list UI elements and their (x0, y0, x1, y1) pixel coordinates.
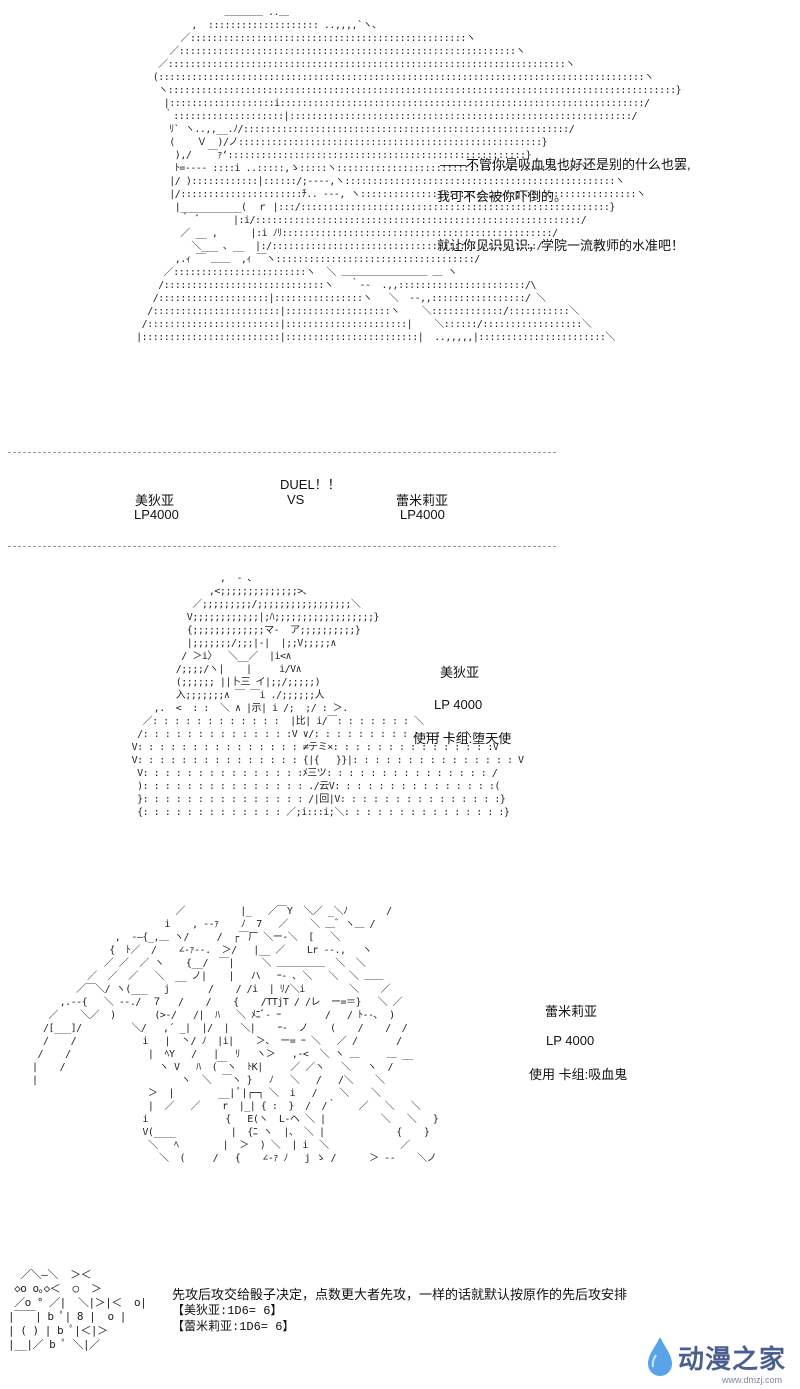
logo-text: 动漫之家 (677, 1343, 786, 1374)
scene1-line-3: 就让你见识见识，学院一流教师的水准吧！ (437, 238, 685, 253)
duel-right-name: 蕾米莉亚 (396, 493, 449, 508)
player2-lp: LP 4000 (546, 1033, 595, 1048)
dice-roll-medea: 【美狄亚:1D6= 6】 (172, 1304, 283, 1318)
dice-rule: 先攻后攻交给骰子决定，点数更大者先攻，一样的话就默认按原作的先后攻安排 (172, 1287, 628, 1302)
scene1-line-1: ——不管你是吸血鬼也好还是别的什么也罢, (440, 157, 691, 172)
divider-top (8, 452, 556, 453)
duel-title: DUEL！！ (280, 477, 341, 492)
site-logo[interactable]: 动漫之家 (642, 1335, 786, 1379)
remilia-ascii-art: ／ |_ ／￣Y ＼／ _＼ﾉ / i , -‐ｧ ﾉ 7 ／ ＼ ＿ﾞ ヽ＿ … (32, 906, 439, 1164)
duel-vs: VS (287, 492, 305, 507)
divider-bottom (8, 546, 556, 547)
player2-deck: 使用 卡组:吸血鬼 (529, 1067, 628, 1082)
dice-ascii-art: ／＼―＼ ＞＜ ◇o o｡◇＜ ○ ＞ ／o ° ／| ＼|＞|＜ o| |￣￣… (8, 1268, 147, 1351)
duel-left-name: 美狄亚 (135, 493, 175, 508)
scene1-line-2: 我可不会被你吓倒的。 (437, 189, 568, 204)
logo-url: www.dmzj.com (721, 1375, 782, 1385)
medea-ascii-art: , - ､ ,<;;;;;;;;;;;;;;>､ ／;;;;;;;;;/;;;;… (131, 573, 524, 818)
duel-right-lp: LP4000 (400, 507, 445, 522)
player1-lp: LP 4000 (434, 697, 483, 712)
droplet-icon (647, 1337, 672, 1376)
player2-name: 蕾米莉亚 (545, 1004, 598, 1019)
player1-name: 美狄亚 (440, 665, 480, 680)
duel-left-lp: LP4000 (134, 507, 179, 522)
dice-roll-remilia: 【蕾米莉亚:1D6= 6】 (172, 1320, 295, 1334)
player1-deck: 使用 卡组:堕天使 (413, 731, 512, 746)
teacher-ascii-art: ＿＿＿＿ ..＿ , :::::::::::::::::::: ..,,,,`ヽ… (136, 7, 682, 343)
